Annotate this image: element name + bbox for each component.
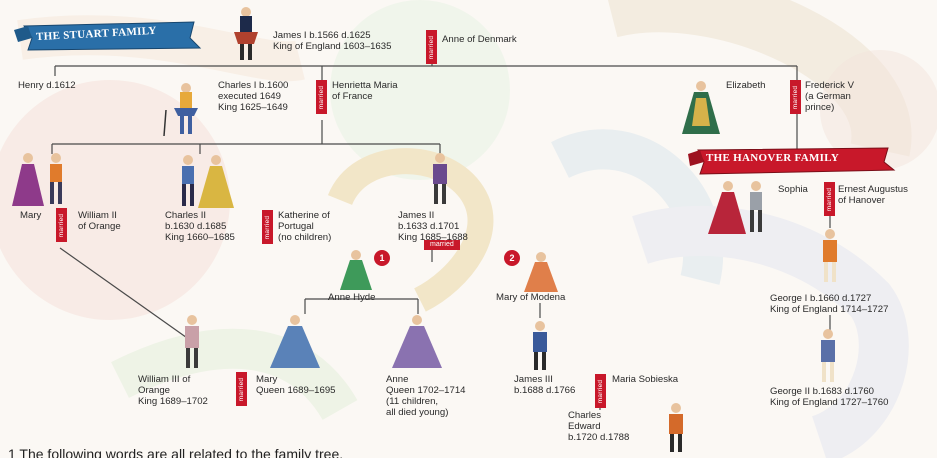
married-marker-elizabeth: married bbox=[790, 80, 801, 114]
bg-question-curve bbox=[327, 148, 494, 312]
marriage-number-2: 2 bbox=[504, 250, 520, 266]
label-frederick-v: Frederick V (a German prince) bbox=[805, 80, 855, 113]
marriage-number-1: 1 bbox=[374, 250, 390, 266]
william-iii-portrait bbox=[185, 315, 199, 368]
bg-swirl-right bbox=[632, 205, 909, 458]
stuart-family-banner bbox=[14, 21, 202, 51]
charles-ii-katherine-portrait bbox=[182, 155, 234, 208]
label-william-iii: William III of Orange King 1689–1702 bbox=[138, 374, 208, 407]
married-marker-james-ii: married bbox=[424, 240, 460, 250]
label-charles-i: Charles I b.1600 executed 1649 King 1625… bbox=[218, 80, 289, 113]
married-marker-charles-ii: married bbox=[262, 210, 273, 244]
label-anne-of-denmark: Anne of Denmark bbox=[442, 34, 517, 45]
label-charles-edward: Charles Edward b.1720 d.1788 bbox=[568, 410, 630, 443]
hanover-family-banner bbox=[688, 147, 896, 175]
label-anne-hyde: Anne Hyde bbox=[328, 292, 376, 303]
label-mary-of-modena: Mary of Modena bbox=[496, 292, 566, 303]
george-i-portrait bbox=[823, 229, 837, 282]
label-henrietta-maria: Henrietta Maria of France bbox=[332, 80, 398, 102]
label-maria-sobieska: Maria Sobieska bbox=[612, 374, 679, 385]
label-sophia: Sophia bbox=[778, 184, 808, 195]
mary-william-ii-portrait bbox=[12, 153, 62, 206]
married-marker-charles-i: married bbox=[316, 80, 327, 114]
label-ernest-augustus: Ernest Augustus of Hanover bbox=[838, 184, 908, 206]
label-george-i: George I b.1660 d.1727 King of England 1… bbox=[770, 293, 889, 315]
anne-queen-portrait bbox=[392, 315, 442, 368]
line-mary-to-william-iii bbox=[59, 247, 191, 341]
james-iii-portrait bbox=[533, 321, 547, 370]
label-george-ii: George II b.1683 d.1760 King of England … bbox=[770, 386, 889, 408]
label-anne-queen: Anne Queen 1702–1714 (11 children, all d… bbox=[386, 374, 466, 418]
married-marker-sophia: married bbox=[824, 182, 835, 216]
hanover-family-title: THE HANOVER FAMILY bbox=[706, 152, 840, 164]
james-i-portrait bbox=[234, 7, 258, 60]
married-marker-james-i: married bbox=[426, 30, 437, 64]
bg-circle-right bbox=[820, 50, 937, 170]
elizabeth-portrait bbox=[682, 81, 720, 134]
mary-queen-portrait bbox=[270, 315, 320, 368]
george-ii-portrait bbox=[821, 329, 835, 382]
charles-edward-portrait bbox=[669, 403, 683, 452]
label-william-ii: William II of Orange bbox=[78, 210, 121, 232]
charles-i-portrait bbox=[163, 83, 198, 137]
anne-hyde-portrait bbox=[340, 250, 372, 290]
label-mary: Mary bbox=[20, 210, 42, 221]
exercise-instruction: 1 The following words are all related to… bbox=[8, 446, 344, 458]
label-henry: Henry d.1612 bbox=[18, 80, 76, 91]
mary-of-modena-portrait bbox=[524, 252, 558, 292]
bg-circle-left bbox=[0, 80, 230, 320]
bg-circle-top-mid bbox=[330, 0, 510, 180]
label-james-ii: James II b.1633 d.1701 King 1685–1688 bbox=[398, 210, 468, 243]
married-marker-mary: married bbox=[56, 208, 67, 242]
married-marker-william-iii: married bbox=[236, 372, 247, 406]
married-marker-james-iii: married bbox=[595, 374, 606, 408]
label-mary-queen: Mary Queen 1689–1695 bbox=[256, 374, 336, 396]
label-james-iii: James III b.1688 d.1766 bbox=[514, 374, 576, 396]
bg-swirl-bottom-left bbox=[111, 328, 358, 421]
sophia-ernest-portrait bbox=[708, 181, 762, 234]
label-charles-ii: Charles II b.1630 d.1685 King 1660–1685 bbox=[165, 210, 235, 243]
label-james-i: James I b.1566 d.1625 King of England 16… bbox=[273, 30, 392, 52]
label-katherine: Katherine of Portugal (no children) bbox=[278, 210, 332, 243]
label-elizabeth: Elizabeth bbox=[726, 80, 766, 91]
james-ii-portrait bbox=[433, 153, 447, 204]
